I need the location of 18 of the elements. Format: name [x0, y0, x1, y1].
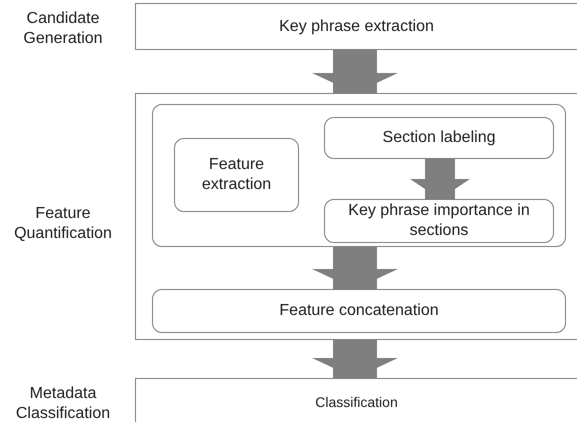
process-box	[174, 138, 299, 212]
box-label: Classification	[315, 392, 398, 412]
box-label: Section labeling	[382, 128, 496, 148]
process-box	[152, 289, 566, 333]
process-box	[324, 117, 554, 159]
box-label: Feature extraction	[200, 155, 272, 195]
stage-label: Feature Quantification	[13, 204, 113, 244]
box-label: Key phrase extraction	[279, 16, 434, 36]
block-arrow	[312, 340, 398, 378]
box-label: Key phrase importance in sections	[347, 201, 531, 241]
box-label: Feature concatenation	[279, 301, 439, 321]
block-arrow	[312, 247, 398, 289]
block-arrow	[312, 50, 398, 93]
process-box	[324, 199, 554, 243]
stage-label: Metadata Classification	[14, 384, 112, 422]
stage-label: Candidate Generation	[22, 9, 104, 49]
block-arrow	[410, 159, 470, 199]
group-box	[152, 104, 566, 247]
